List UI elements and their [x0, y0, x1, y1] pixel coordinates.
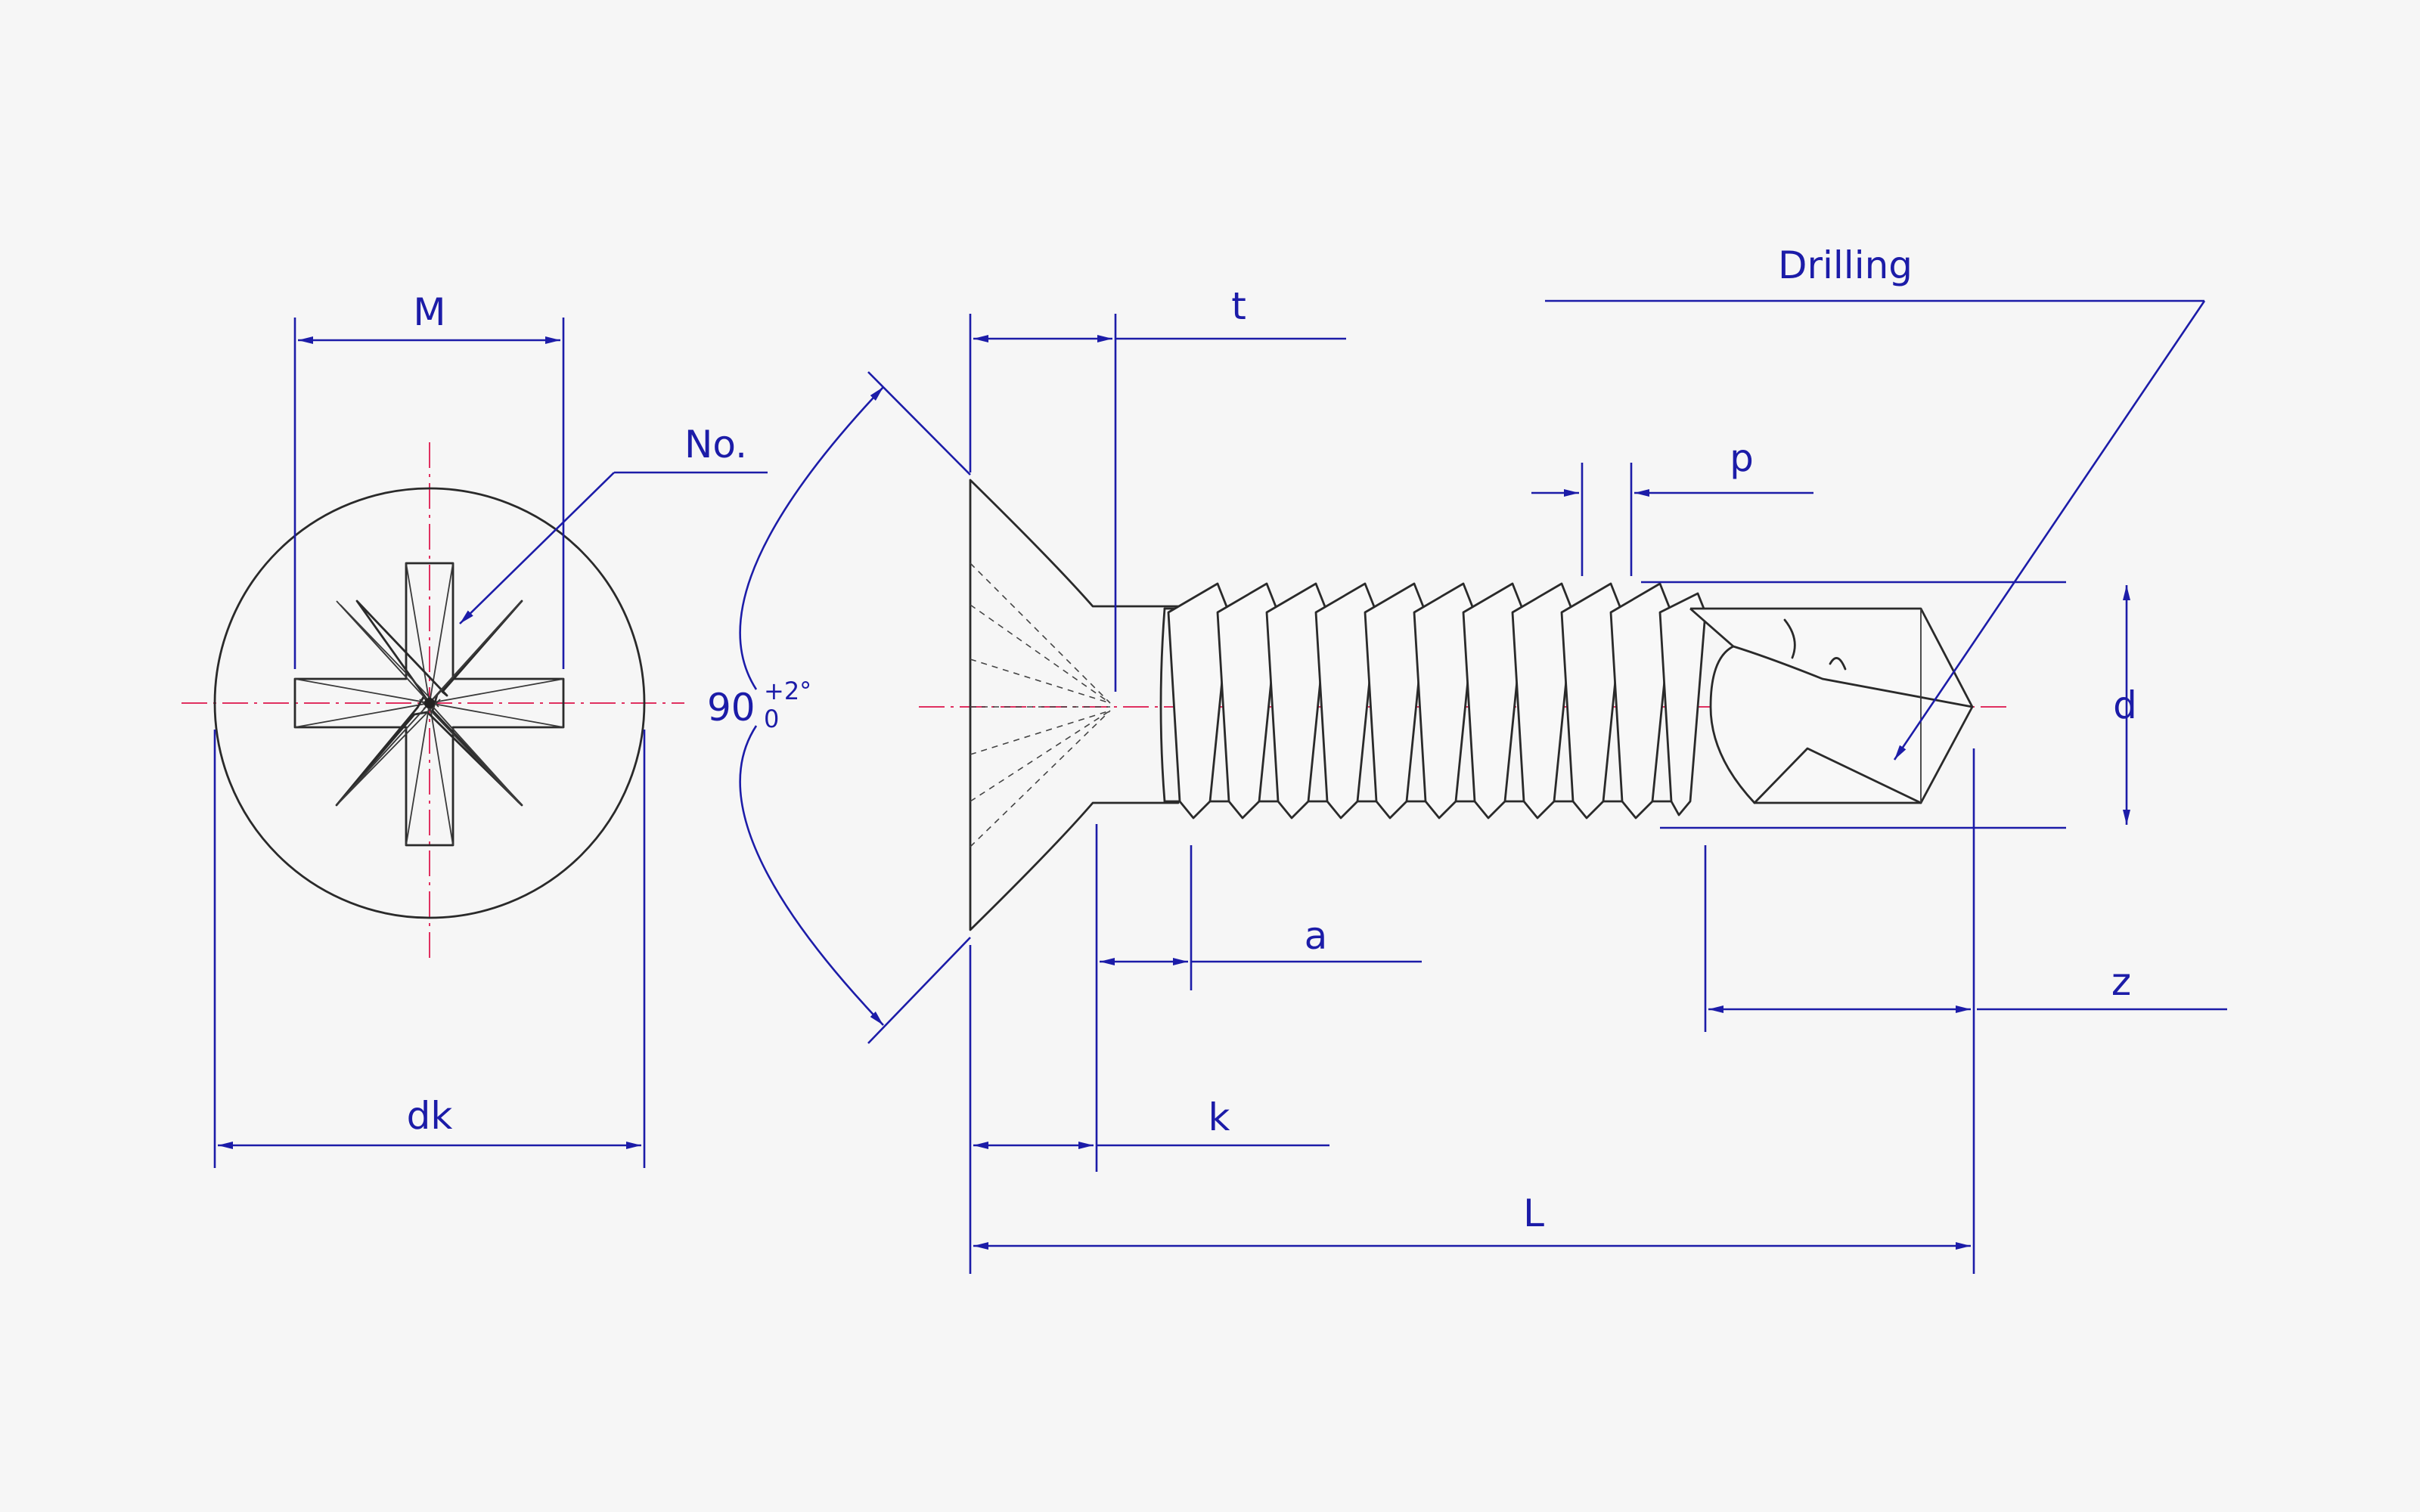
dim-label-t: t [1231, 284, 1246, 328]
label-drilling: Drilling [1778, 243, 1913, 287]
pozidriv-recess [293, 562, 565, 847]
countersunk-head [969, 479, 1180, 931]
dim-label-d: d [2113, 683, 2137, 727]
angle-tolerance-lower: 0 [764, 705, 779, 733]
dim-label-z: z [2111, 960, 2131, 1004]
thread-crests [1167, 582, 1707, 820]
head-outline [213, 487, 646, 919]
label-recess-number: No. [684, 423, 747, 466]
angle-value: 90 [707, 686, 755, 730]
dim-label-a: a [1305, 914, 1328, 958]
angle-tolerance-upper: +2° [764, 677, 811, 705]
dim-label-dk: dk [407, 1094, 453, 1138]
dim-label-M: M [413, 290, 445, 334]
top-view: M No. dk [182, 290, 768, 1168]
dim-label-p: p [1730, 436, 1754, 480]
side-view: 90 +2° 0 t Drilling p d a k [707, 243, 2227, 1274]
dim-label-L: L [1523, 1191, 1544, 1235]
dim-label-k: k [1208, 1095, 1230, 1139]
